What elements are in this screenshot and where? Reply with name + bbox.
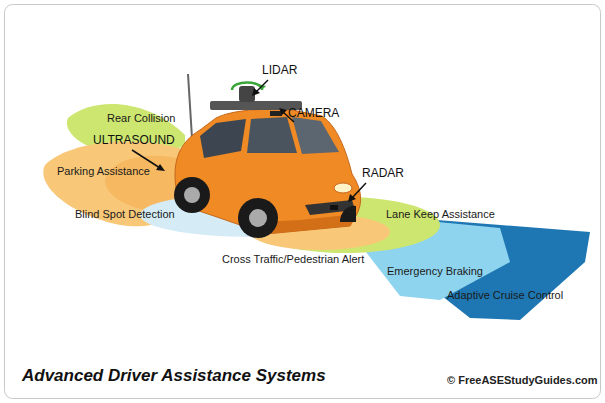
frame bbox=[5, 5, 601, 399]
wheel bbox=[340, 206, 356, 222]
wheel bbox=[174, 177, 210, 213]
sensor-label: Lane Keep Assistance bbox=[386, 208, 495, 221]
rim bbox=[249, 209, 267, 227]
camera-unit bbox=[270, 111, 282, 116]
car-windshield bbox=[292, 117, 339, 154]
sensor-label: CAMERA bbox=[288, 106, 339, 120]
car-window bbox=[247, 117, 297, 153]
title-ground bbox=[16, 364, 346, 390]
sensor-label: Cross Traffic/Pedestrian Alert bbox=[222, 253, 364, 266]
watermark: © FreeASEStudyGuides.com bbox=[447, 374, 598, 387]
sensor-label: LIDAR bbox=[262, 63, 297, 77]
sensor-label: RADAR bbox=[362, 166, 404, 180]
sensor-label: Rear Collision bbox=[107, 112, 175, 125]
headlight bbox=[334, 183, 352, 193]
sensor-label: Parking Assistance bbox=[57, 165, 150, 178]
lidar-rotation bbox=[232, 83, 262, 91]
antenna bbox=[188, 74, 192, 138]
parking-zone bbox=[43, 142, 185, 227]
car-window bbox=[200, 119, 246, 158]
sensor-label: ULTRASOUND bbox=[93, 133, 175, 147]
sensor-label: Adaptive Cruise Control bbox=[447, 289, 563, 302]
sensor-label: Emergency Braking bbox=[387, 265, 483, 278]
wheel bbox=[238, 198, 278, 238]
sensor-label: Blind Spot Detection bbox=[75, 208, 175, 221]
rim bbox=[184, 187, 200, 203]
diagram-title: Advanced Driver Assistance Systems bbox=[22, 366, 326, 386]
radar-unit bbox=[330, 205, 338, 210]
